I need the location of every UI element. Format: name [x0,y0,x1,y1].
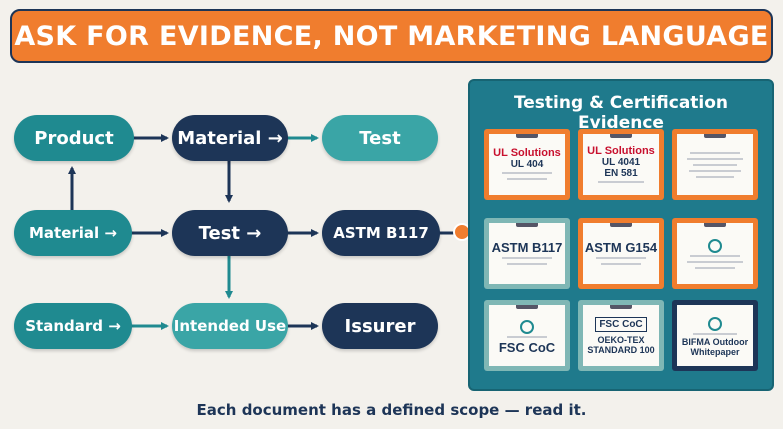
node-test-top: Test [322,115,438,161]
certificate-sheet: UL Solutions UL 404 [489,134,565,195]
evidence-panel: Testing & Certification Evidence UL Solu… [468,79,774,391]
card-line1: BIFMA Outdoor [681,337,749,347]
evidence-card: BIFMA Outdoor Whitepaper [672,300,758,371]
evidence-card: UL Solutions UL 4041 EN 581 [578,129,664,200]
node-intended-use: Intended Use [172,303,288,349]
clipboard-clip-icon [516,305,538,309]
clipboard-clip-icon [516,223,538,227]
evidence-card [672,218,758,289]
certificate-sheet: FSC CoC [489,305,565,366]
seal-icon [708,239,722,253]
card-line1: ASTM B117 [491,240,563,255]
card-line2: Whitepaper [690,347,740,357]
node-issurer: Issurer [322,303,438,349]
card-line1: UL 404 [510,159,544,170]
node-product: Product [14,115,134,161]
evidence-card: FSC CoC OEKO-TEX STANDARD 100 [578,300,664,371]
card-line1: FSC CoC [498,339,556,355]
certificate-sheet: UL Solutions UL 4041 EN 581 [583,134,659,195]
evidence-card: ASTM B117 [484,218,570,289]
clipboard-clip-icon [610,134,632,138]
certificate-sheet: FSC CoC OEKO-TEX STANDARD 100 [583,305,659,366]
footer-caption: Each document has a defined scope — read… [196,401,587,419]
clipboard-clip-icon [704,134,726,138]
banner-title: ASK FOR EVIDENCE, NOT MARKETING LANGUAGE [14,20,769,52]
node-test-mid: Test → [172,210,288,256]
card-line1: ASTM G154 [584,240,658,255]
clipboard-clip-icon [516,134,538,138]
panel-title: Testing & Certification Evidence [513,93,729,133]
certificate-sheet [677,223,753,284]
card-line2: EN 581 [604,167,638,179]
certificate-sheet: ASTM G154 [583,223,659,284]
node-standard: Standard → [14,303,132,349]
evidence-card: ASTM G154 [578,218,664,289]
card-brand: UL Solutions [587,144,655,157]
evidence-card [672,129,758,200]
node-astm-b117: ASTM B117 [322,210,440,256]
node-material-top: Material → [172,115,288,161]
clipboard-clip-icon [610,223,632,227]
card-line2: STANDARD 100 [587,344,655,355]
evidence-card: FSC CoC [484,300,570,371]
card-brand: FSC CoC [595,316,647,332]
clipboard-clip-icon [610,305,632,309]
fsc-logo-icon [520,319,534,334]
certificate-sheet: BIFMA Outdoor Whitepaper [677,305,753,366]
bifma-logo-icon [708,317,722,331]
card-line1: OEKO-TEX [597,334,645,345]
card-line1: UL 4041 [601,156,641,168]
evidence-card: UL Solutions UL 404 [484,129,570,200]
node-material-mid: Material → [14,210,132,256]
certificate-sheet: ASTM B117 [489,223,565,284]
clipboard-clip-icon [704,223,726,227]
certificate-sheet [677,134,753,195]
title-banner: ASK FOR EVIDENCE, NOT MARKETING LANGUAGE [10,9,773,63]
card-brand: UL Solutions [493,147,561,159]
